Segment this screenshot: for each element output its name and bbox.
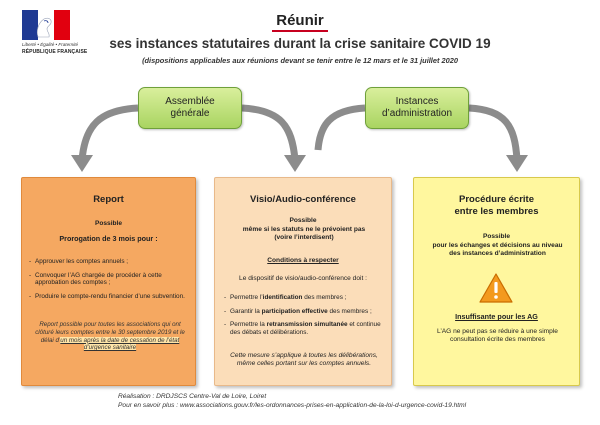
general-assembly-box: Assemblée générale <box>138 87 242 129</box>
board-instances-line1: Instances <box>395 96 439 107</box>
written-insufficient: Insuffisante pour les AG <box>455 312 538 321</box>
visio-list: Permettre l’identification des membres ;… <box>224 294 386 342</box>
page-title: Réunir <box>276 12 324 29</box>
warning-triangle-icon <box>479 273 513 303</box>
written-detail: pour les échanges et décisions au niveau… <box>432 242 563 257</box>
report-status: Possible <box>94 220 123 227</box>
report-title: Report <box>93 194 124 205</box>
visio-item-1: Permettre l’identification des membres ; <box>224 294 386 302</box>
visio-item-2: Garantir la participation effective des … <box>224 308 386 316</box>
report-list: Approuver les comptes annuels ; Convoque… <box>29 258 189 306</box>
report-note-text: Report possible pour toutes les associat… <box>35 321 185 344</box>
visio-item-3: Permettre la retransmission simultanée e… <box>224 321 386 336</box>
visio-note: Cette mesure s’applique à toutes les dél… <box>230 352 378 367</box>
footer-more: Pour en savoir plus : www.associations.g… <box>118 401 466 410</box>
report-item-2: Convoquer l’AG chargée de procéder à cet… <box>29 272 189 287</box>
general-assembly-line1: Assemblée <box>165 96 215 107</box>
written-procedure-card: Procédure écrite entre les membres Possi… <box>413 177 580 386</box>
report-extension: Prorogation de 3 mois pour : <box>59 234 158 243</box>
visio-title: Visio/Audio-conférence <box>250 194 356 205</box>
footer: Réalisation : DRDJSCS Centre-Val de Loir… <box>118 392 466 410</box>
visio-status-detail: même si les statuts ne le prévoient pas … <box>242 226 366 241</box>
marianne-icon <box>36 17 52 38</box>
written-insufficient-detail: L’AG ne peut pas se réduire à une simple… <box>437 328 558 343</box>
written-title-line1: Procédure écrite <box>459 194 534 205</box>
arrowhead-report <box>71 155 93 172</box>
report-card: Report Possible Prorogation de 3 mois po… <box>21 177 196 386</box>
board-instances-line2: d’administration <box>381 108 453 119</box>
report-note: Report possible pour toutes les associat… <box>30 321 190 352</box>
footer-credit: Réalisation : DRDJSCS Centre-Val de Loir… <box>118 393 267 400</box>
republic-name: RÉPUBLIQUE FRANÇAISE <box>22 49 88 55</box>
report-note-highlight: un mois après la date de cessation de l’… <box>60 336 180 352</box>
written-title-line2: entre les membres <box>454 206 539 217</box>
report-item-1: Approuver les comptes annuels ; <box>29 258 189 266</box>
arrow-ia-to-written <box>468 104 521 161</box>
footer-more-link[interactable]: www.associations.gouv.fr/les-ordonnances… <box>179 402 467 409</box>
arrowhead-visio <box>284 155 306 172</box>
arrowhead-written <box>506 155 528 172</box>
arrow-ia-to-visio <box>314 104 366 151</box>
board-instances-box: Instances d’administration <box>365 87 469 129</box>
written-status: Possible <box>482 233 511 240</box>
date-note: (dispositions applicables aux réunions d… <box>142 56 458 65</box>
visio-status: Possible <box>289 217 317 224</box>
footer-more-label: Pour en savoir plus : <box>118 402 180 409</box>
motto: Liberté • Égalité • Fraternité <box>22 42 79 47</box>
report-item-3: Produire le compte-rendu financier d’une… <box>29 293 189 301</box>
page-subtitle: ses instances statutaires durant la cris… <box>109 36 491 51</box>
general-assembly-line2: générale <box>170 108 210 119</box>
visio-card: Visio/Audio-conférence Possible même si … <box>214 177 392 386</box>
title-underline <box>272 30 328 32</box>
arrow-ag-to-visio <box>241 104 299 161</box>
visio-conditions-title: Conditions à respecter <box>267 257 339 264</box>
arrow-ag-to-report <box>78 104 139 161</box>
visio-conditions-intro: Le dispositif de visio/audio-conférence … <box>239 275 367 282</box>
